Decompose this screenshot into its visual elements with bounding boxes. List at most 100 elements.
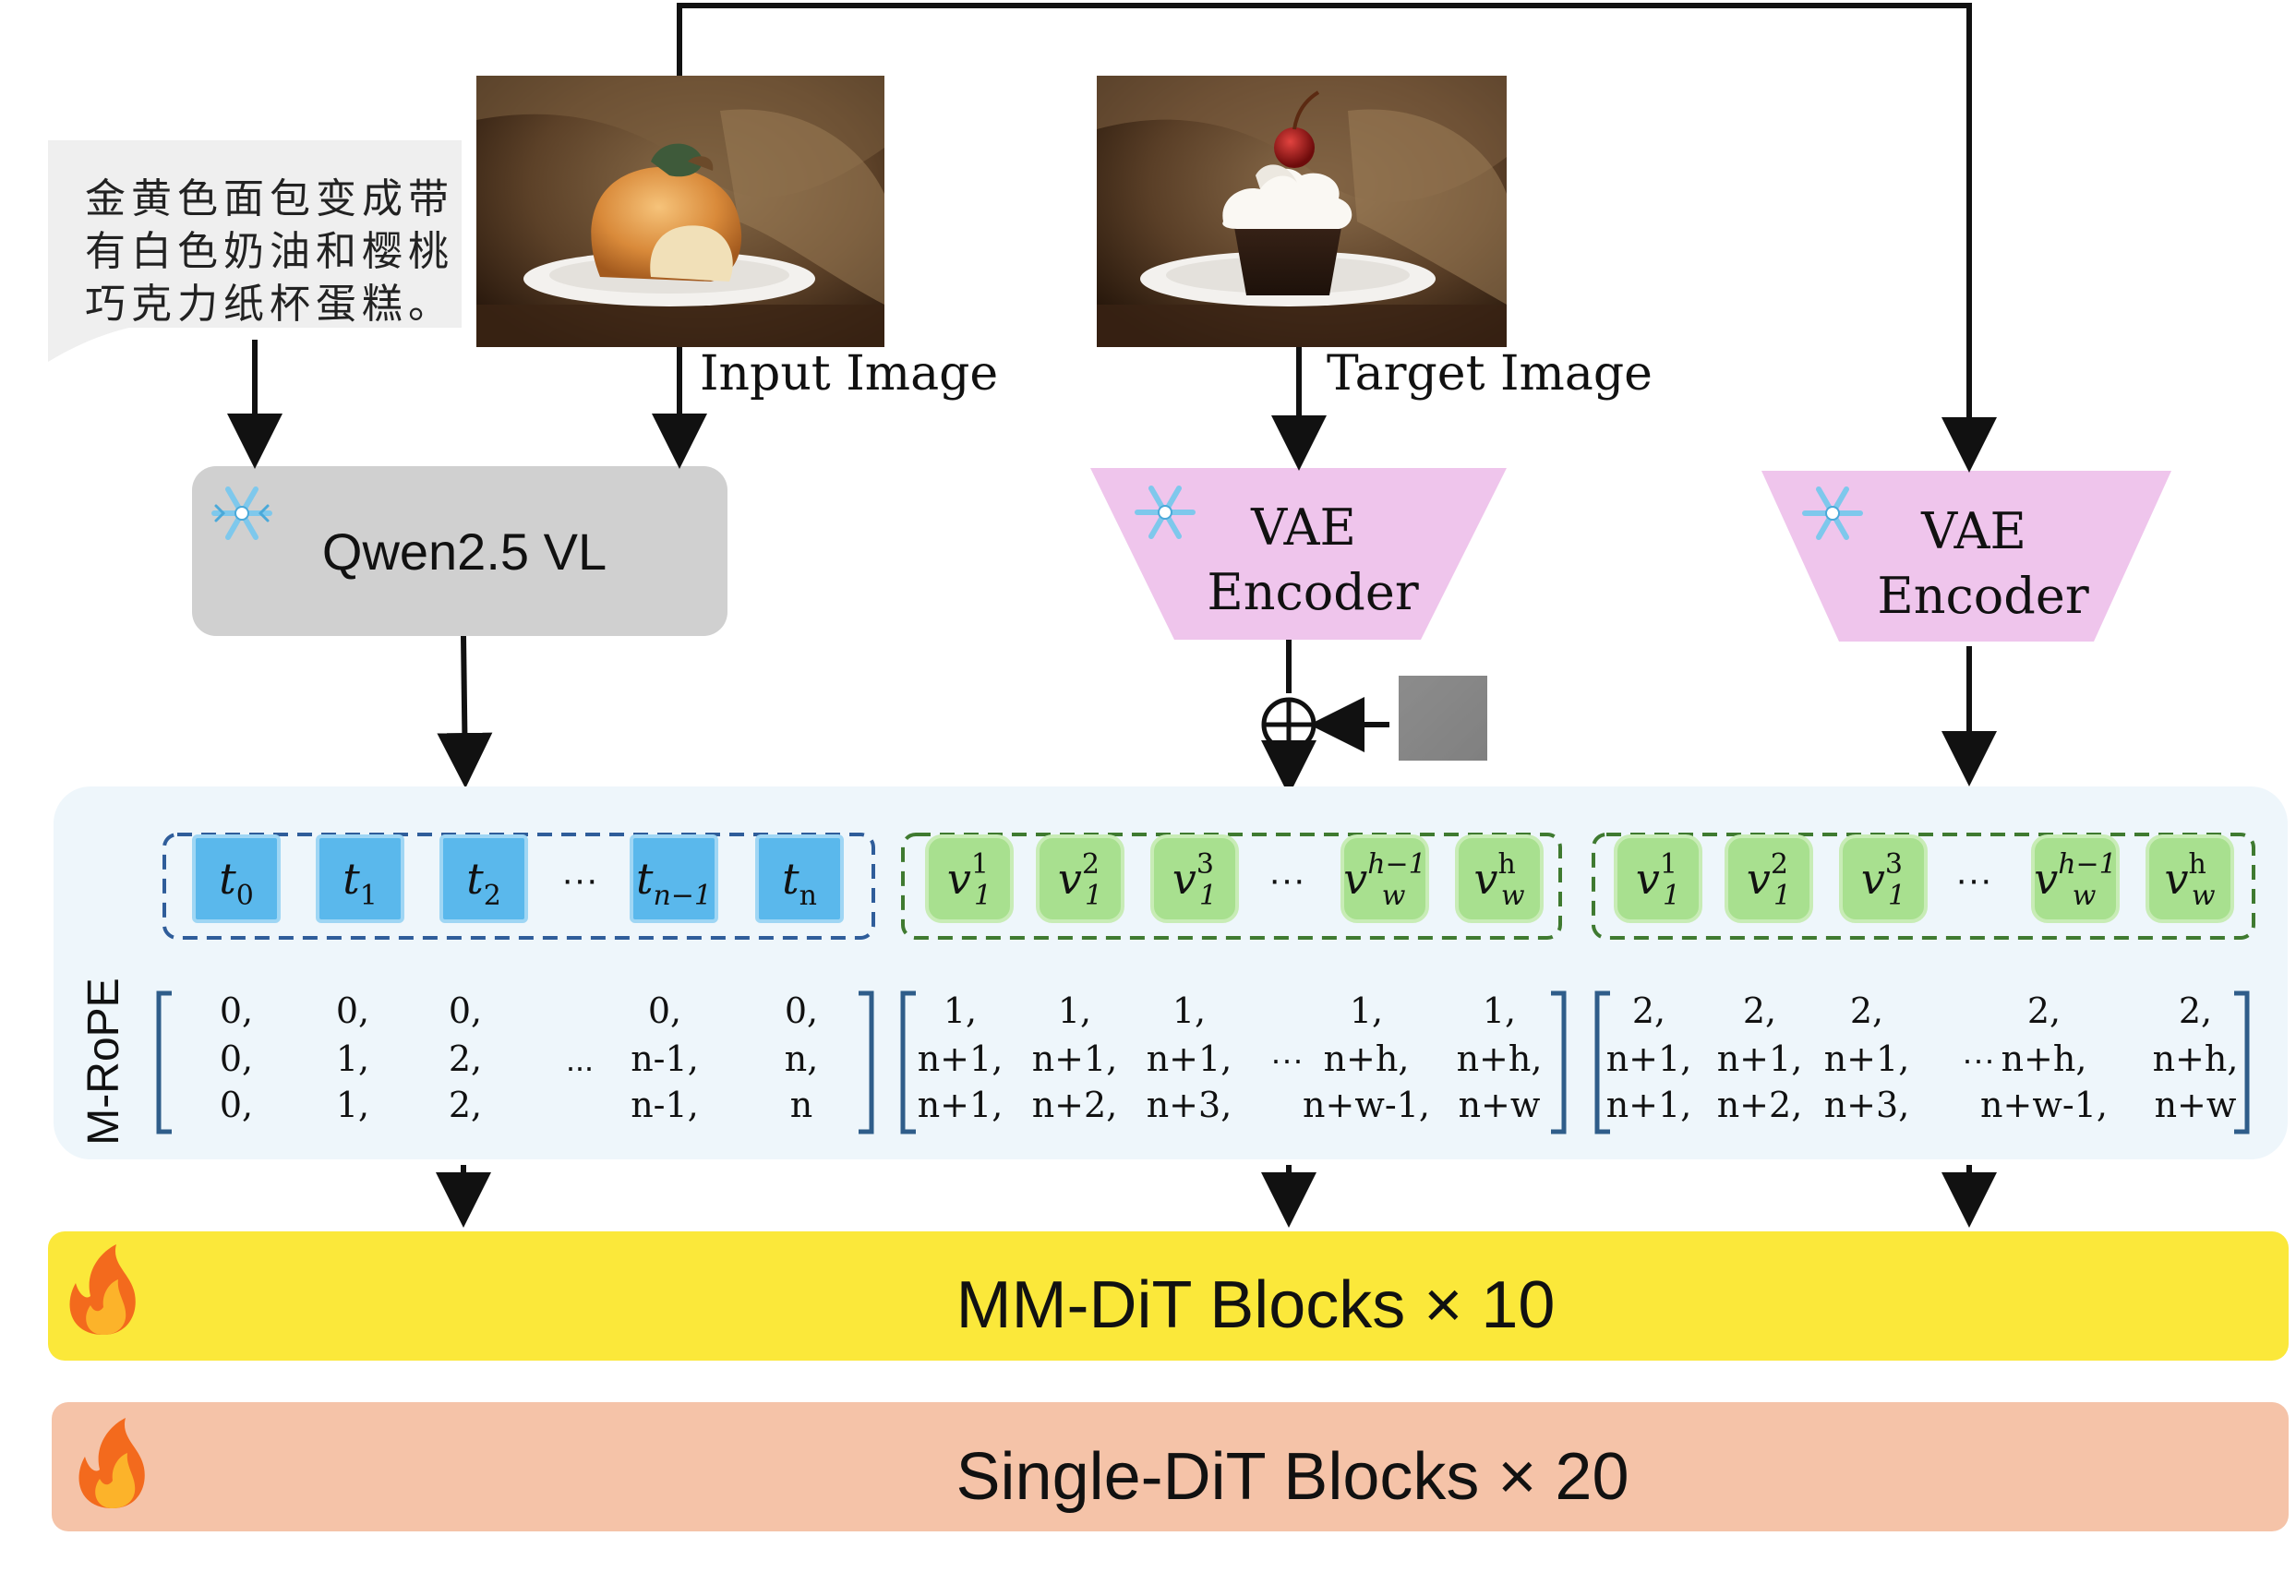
position-value: n+2, [1717,1085,1803,1125]
mmdit-label: MM-DiT Blocks × 10 [956,1268,1556,1342]
snowflake-icon [211,486,272,540]
position-value: 0, [220,990,253,1031]
prompt-line-2: 有白色奶油和樱桃 [85,228,454,275]
single-dit-bar: Single-DiT Blocks × 20 [52,1402,2289,1531]
mrope-label: M-RoPE [79,978,128,1145]
token-ellipsis: ··· [1268,859,1305,900]
position-value: n+2, [1032,1085,1118,1125]
position-value: n+3, [1824,1085,1910,1125]
position-value: 0, [449,990,482,1031]
connectors [227,3,1997,1228]
text-tokens-token-1: t1 [316,834,404,923]
position-brackets [156,990,2250,1134]
position-value: n+h, [1324,1038,1410,1079]
text-tokens-token-3: tn−1 [630,834,718,923]
target-image [1097,76,1507,347]
position-value: 1, [336,1085,369,1125]
vae-target-line1: VAE [1250,498,1356,557]
vae-target-line2: Encoder [1207,563,1418,621]
position-value: n+1, [1032,1038,1118,1079]
position-value: n+3, [1147,1085,1232,1125]
position-value: 2, [449,1038,482,1079]
snowflake-icon [1135,486,1196,539]
position-value: n+1, [918,1085,1004,1125]
position-value: 2, [1632,990,1665,1031]
token-label: tn−1 [636,854,712,912]
position-value: 1, [1172,990,1206,1031]
position-value: 1, [336,1038,369,1079]
positions-layer: 0,0,0,0,1,1,0,2,2,0,n-1,n-1,0,n,n...1,n+… [220,990,2239,1125]
token-label: t2 [466,854,501,912]
prompt-line-1: 金黄色面包变成带 [85,175,454,222]
position-value: 2, [449,1085,482,1125]
position-ellipsis: ··· [1270,1040,1304,1078]
position-value: 0, [648,990,681,1031]
position-value: n+w-1, [1980,1085,2108,1125]
position-value: n+w [1459,1085,1541,1125]
add-operator-icon [1261,697,1316,752]
prompt-line-3: 巧克力纸杯蛋糕。 [85,281,454,328]
position-value: 0, [220,1085,253,1125]
position-value: 2, [1743,990,1776,1031]
qwen-block: Qwen2.5 VL [192,466,727,636]
position-value: 1, [1058,990,1091,1031]
input-image-label: Input Image [700,346,998,402]
noise-patch [1399,676,1487,761]
position-value: 0, [336,990,369,1031]
position-value: n [790,1085,812,1125]
position-value: 2, [2027,990,2061,1031]
text-tokens-token-2: t2 [439,834,528,923]
vae-input-line2: Encoder [1877,567,2088,625]
position-value: 0, [220,1038,253,1079]
input-token-group [1592,833,2255,940]
position-value: 2, [2179,990,2212,1031]
position-value: n+1, [918,1038,1004,1079]
target-image-label: Target Image [1327,346,1653,402]
fire-icon [78,1418,145,1508]
position-value: n+h, [2153,1038,2239,1079]
vae-encoder-target: VAE Encoder [1090,468,1507,640]
position-value: n+h, [2001,1038,2087,1079]
target-token-group [901,833,1562,940]
position-value: 1, [944,990,977,1031]
vae-input-line1: VAE [1920,502,2026,560]
position-value: n+w [2155,1085,2237,1125]
token-label: tn [782,854,817,912]
text-tokens-token-4: tn [755,834,844,923]
position-value: n+1, [1606,1085,1692,1125]
single-dit-label: Single-DiT Blocks × 20 [956,1440,1629,1514]
vae-encoder-input: VAE Encoder [1761,471,2171,642]
position-value: n+1, [1824,1038,1910,1079]
snowflake-icon [1802,486,1863,540]
position-value: n-1, [631,1085,699,1125]
token-label: t1 [343,854,378,912]
position-value: n, [785,1038,819,1079]
text-tokens-token-0: t0 [192,834,281,923]
fire-icon [69,1244,136,1335]
position-value: 1, [1483,990,1516,1031]
position-value: n+1, [1147,1038,1232,1079]
token-ellipsis: ··· [561,859,598,900]
position-value: n-1, [631,1038,699,1079]
qwen-label: Qwen2.5 VL [322,522,607,581]
position-value: 1, [1350,990,1383,1031]
token-label: t0 [219,854,254,912]
